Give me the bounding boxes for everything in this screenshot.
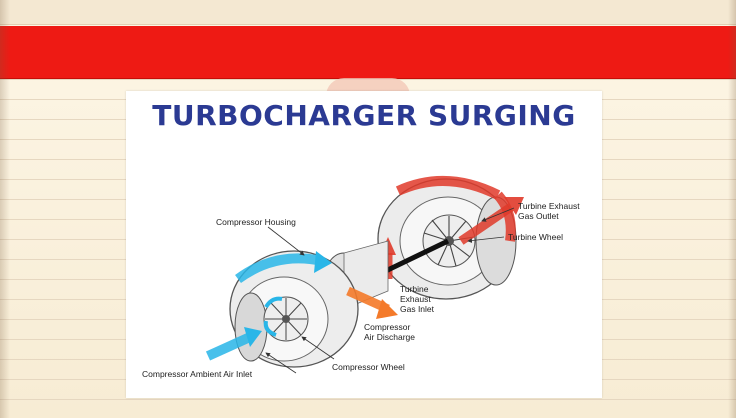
leader-lines [265, 207, 515, 374]
label-turbine-exhaust-outlet-line1: Turbine Exhaust [518, 201, 580, 211]
left-edge-shadow [0, 0, 10, 418]
label-turbine-exhaust-outlet: Turbine Exhaust Gas Outlet [518, 201, 580, 221]
slide-title: TURBOCHARGER SURGING [152, 99, 576, 132]
label-turbine-exhaust-inlet-line2: Exhaust [400, 294, 431, 304]
label-turbine-exhaust-inlet: Turbine Exhaust Gas Inlet [400, 284, 434, 314]
turbocharger-diagram [205, 175, 524, 374]
label-compressor-ambient-air-inlet: Compressor Ambient Air Inlet [142, 369, 253, 379]
slide-card: TURBOCHARGER SURGING Compressor Housing … [126, 91, 602, 398]
label-compressor-housing: Compressor Housing [216, 217, 296, 227]
label-turbine-exhaust-outlet-line2: Gas Outlet [518, 211, 559, 221]
compressor-wheel-graphic [263, 296, 309, 342]
red-header-band [0, 26, 736, 78]
label-turbine-exhaust-inlet-line1: Turbine [400, 284, 429, 294]
label-compressor-wheel: Compressor Wheel [332, 362, 405, 372]
ambient-air-inlet-arrow [205, 296, 283, 361]
compressor-air-discharge-arrow [346, 286, 398, 319]
right-edge-shadow [728, 0, 736, 418]
turbine-wheel-graphic [422, 214, 476, 268]
label-compressor-air-discharge: Compressor Air Discharge [364, 322, 415, 342]
label-compressor-air-discharge-line1: Compressor [364, 322, 411, 332]
label-compressor-air-discharge-line2: Air Discharge [364, 332, 416, 342]
label-turbine-wheel: Turbine Wheel [508, 232, 563, 242]
label-turbine-exhaust-inlet-line3: Gas Inlet [400, 304, 435, 314]
top-paper-strip [0, 0, 736, 25]
